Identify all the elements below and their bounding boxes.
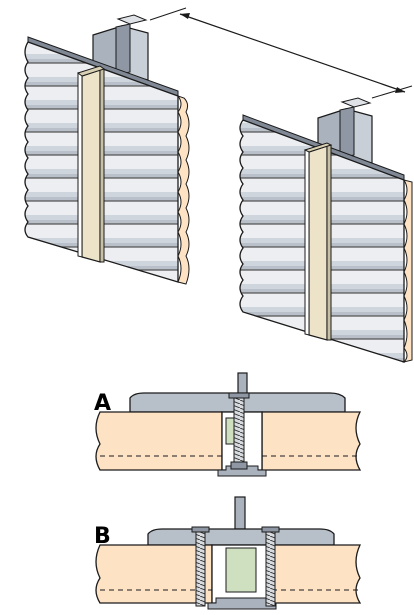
- detail-a-bolt: [228, 392, 250, 470]
- right-joint-batten: [303, 142, 333, 341]
- left-cladding-assembly: [24, 14, 190, 285]
- detail-b-joint-insert: [207, 544, 277, 610]
- detail-a: A: [94, 372, 362, 477]
- detail-b-panels: [95, 544, 362, 604]
- right-cladding-assembly: [239, 97, 413, 363]
- detail-a-panels: [95, 411, 362, 471]
- detail-b-bolt-left: [191, 526, 210, 607]
- right-insulation-edge: [402, 179, 413, 363]
- left-joint-batten: [76, 65, 106, 263]
- detail-b-label: B: [94, 524, 111, 549]
- left-insulation-edge: [176, 95, 190, 285]
- detail-b-t-section: [147, 496, 335, 546]
- detail-b: B: [94, 496, 362, 610]
- detail-b-bolt-right: [261, 526, 280, 607]
- spacing-dimension-arrow: [149, 7, 413, 99]
- detail-a-label: A: [94, 391, 111, 416]
